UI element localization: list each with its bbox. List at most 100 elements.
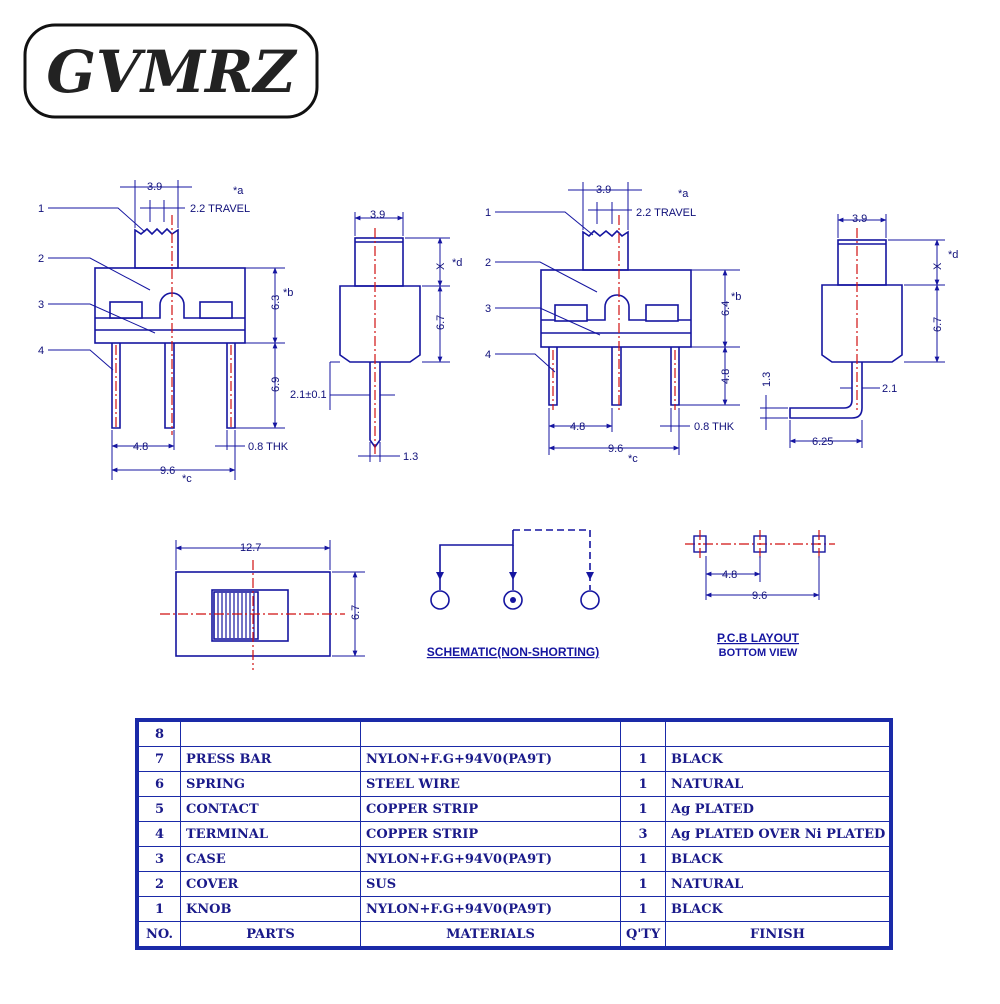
callout-1: 1 <box>485 207 491 219</box>
dim-case-marker: *b <box>731 291 741 303</box>
travel-marker: *a <box>678 188 689 200</box>
bom-cell-material: NYLON+F.G+94V0(PA9T) <box>360 896 621 922</box>
dim-pin-length: 6.9 <box>270 377 282 392</box>
bom-cell-part: CASE <box>180 846 361 872</box>
bom-cell-part: COVER <box>180 871 361 897</box>
bom-cell-material: NYLON+F.G+94V0(PA9T) <box>360 846 621 872</box>
dim-case-marker: *b <box>283 287 293 299</box>
bom-cell-no: 7 <box>138 746 181 772</box>
bom-cell-part: CONTACT <box>180 796 361 822</box>
travel-marker: *a <box>233 185 244 197</box>
bom-cell-material: COPPER STRIP <box>360 821 621 847</box>
dim-pitch: 4.8 <box>570 421 585 433</box>
dim-total: 9.6 <box>160 465 175 477</box>
dim-pin-thk: 1.3 <box>403 451 418 463</box>
bom-cell-finish: NATURAL <box>665 771 890 797</box>
dim-top-width: 3.9 <box>596 184 611 196</box>
callout-3: 3 <box>485 303 491 315</box>
dim-right: 2.1 <box>882 383 897 395</box>
dim-thk: 0.8 THK <box>248 441 289 453</box>
bom-cell-no: 5 <box>138 796 181 822</box>
bom-cell-finish: BLACK <box>665 746 890 772</box>
schematic-caption: SCHEMATIC(NON-SHORTING) <box>427 645 599 659</box>
callout-2: 2 <box>485 257 491 269</box>
dim-case-height: 6.4 <box>720 301 732 316</box>
callout-4: 4 <box>38 345 44 357</box>
bom-cell-qty: 3 <box>620 821 666 847</box>
top-view <box>160 540 365 670</box>
pcb-caption-line1: P.C.B LAYOUT <box>717 631 800 645</box>
bom-cell-finish <box>665 721 890 747</box>
bom-cell-no: 4 <box>138 821 181 847</box>
front-view-short <box>495 182 740 455</box>
travel-dimension: 2.2 TRAVEL <box>190 203 250 215</box>
dim-thk: 0.8 THK <box>694 421 735 433</box>
callout-1: 1 <box>38 203 44 215</box>
bom-cell-qty: 1 <box>620 871 666 897</box>
bom-header-no: NO. <box>138 921 181 947</box>
side-view-straight <box>329 212 450 462</box>
case-shape <box>94 267 246 344</box>
side-view-right-angle <box>760 214 945 448</box>
bom-cell-finish: Ag PLATED <box>665 796 890 822</box>
bom-cell-no: 2 <box>138 871 181 897</box>
bom-cell-material: SUS <box>360 871 621 897</box>
front-view-straight <box>48 180 285 480</box>
bom-cell-finish: NATURAL <box>665 871 890 897</box>
dim-width: 3.9 <box>852 213 867 225</box>
bom-header-finish: FINISH <box>665 921 890 947</box>
bom-cell-part: SPRING <box>180 771 361 797</box>
front-view-straight-labels: 1 2 3 4 3.9 *a 2.2 TRAVEL 6.3 *b 6.9 4.8… <box>38 181 293 485</box>
bom-cell-no: 1 <box>138 896 181 922</box>
bom-cell-finish: BLACK <box>665 896 890 922</box>
dim-case-height: 6.3 <box>270 295 282 310</box>
bom-row: 8 <box>138 721 890 747</box>
logo-text: GVMRZ <box>46 38 298 106</box>
bom-cell-material: NYLON+F.G+94V0(PA9T) <box>360 746 621 772</box>
bom-cell-qty: 1 <box>620 846 666 872</box>
dim-pitch: 4.8 <box>722 569 737 581</box>
bom-header-part: PARTS <box>180 921 361 947</box>
dim-total-marker: *c <box>628 453 638 465</box>
travel-dimension: 2.2 TRAVEL <box>636 207 696 219</box>
dim-pitch: 4.8 <box>133 441 148 453</box>
bom-cell-finish: BLACK <box>665 846 890 872</box>
callout-3: 3 <box>38 299 44 311</box>
dim-pin: 2.1±0.1 <box>290 389 327 401</box>
bom-cell-qty: 1 <box>620 796 666 822</box>
bom-cell-qty <box>620 721 666 747</box>
bom-cell-material <box>360 721 621 747</box>
dim-height: 6.7 <box>932 317 944 332</box>
bom-cell-no: 6 <box>138 771 181 797</box>
dim-total: 9.6 <box>752 590 767 602</box>
dim-x-marker: *d <box>948 249 958 261</box>
dim-left: 1.3 <box>761 372 773 387</box>
schematic: SCHEMATIC(NON-SHORTING) <box>427 529 600 659</box>
dim-x: X <box>435 262 447 270</box>
side-view-straight-labels: 3.9 X *d 6.7 2.1±0.1 1.3 <box>290 209 462 463</box>
dim-length: 6.25 <box>812 436 833 448</box>
dim-total-marker: *c <box>182 473 192 485</box>
dim-x: X <box>932 262 944 270</box>
bom-cell-qty: 1 <box>620 746 666 772</box>
bom-cell-part <box>180 721 361 747</box>
dim-total: 9.6 <box>608 443 623 455</box>
callout-2: 2 <box>38 253 44 265</box>
bom-cell-no: 8 <box>138 721 181 747</box>
dim-height: 6.7 <box>435 315 447 330</box>
front-view-short-labels: 1 2 3 4 3.9 *a 2.2 TRAVEL 6.4 *b 4.8 4.8… <box>485 184 741 465</box>
dim-x-marker: *d <box>452 257 462 269</box>
bom-cell-part: PRESS BAR <box>180 746 361 772</box>
dim-height: 6.7 <box>350 605 362 620</box>
callout-4: 4 <box>485 349 491 361</box>
bom-cell-no: 3 <box>138 846 181 872</box>
